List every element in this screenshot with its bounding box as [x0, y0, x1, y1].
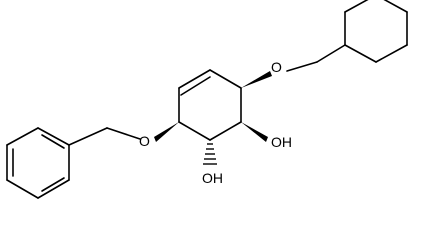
atom-label-oh-bottom: OH	[202, 170, 223, 186]
lower-benzene-ring	[6, 127, 70, 199]
atom-label-oh-right: OH	[271, 134, 292, 150]
upper-benzene-ring	[316, 0, 408, 63]
bottom-hydroxyl-bond	[203, 143, 217, 165]
right-hydroxyl-bond	[241, 122, 268, 142]
lower-benzyloxy-link	[68, 122, 179, 146]
atom-label-o-upper: O	[271, 59, 282, 75]
chemical-structure-diagram: O O OH OH	[6, 0, 408, 199]
atom-label-o-lower: O	[139, 133, 150, 149]
upper-benzyloxy-link	[241, 61, 318, 88]
cyclohexene-ring	[178, 69, 242, 141]
